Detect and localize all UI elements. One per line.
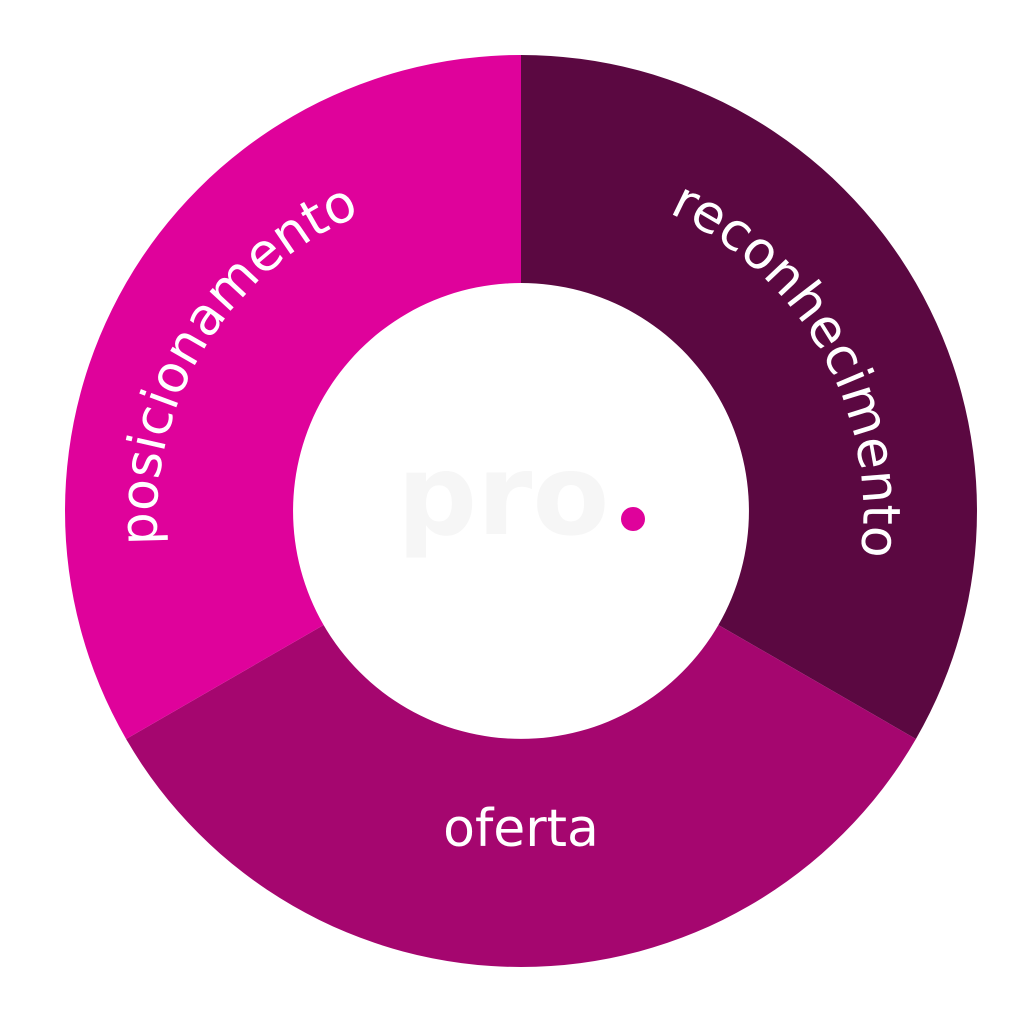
center-logo-text: pro [397, 431, 609, 561]
segment-oferta [126, 625, 916, 967]
segment-reconhecimento [521, 55, 977, 739]
label-oferta: oferta [443, 799, 599, 859]
center-logo-dot [621, 507, 645, 531]
segment-posicionamento [65, 55, 521, 739]
